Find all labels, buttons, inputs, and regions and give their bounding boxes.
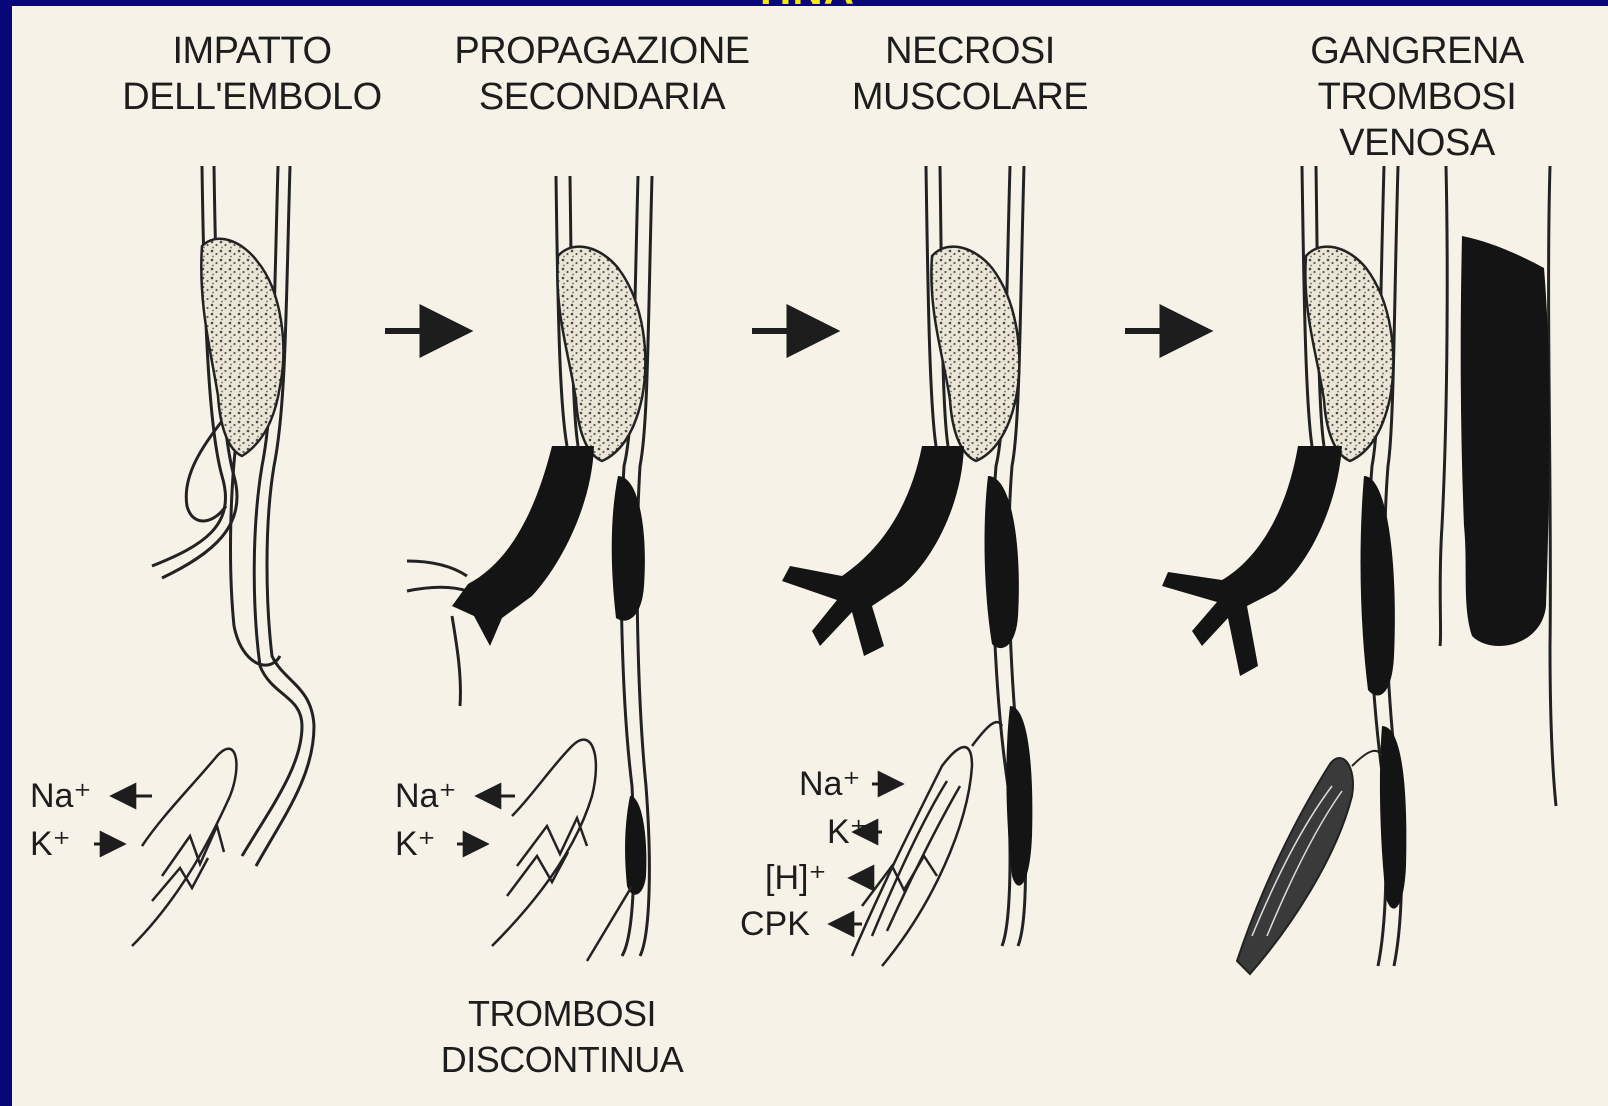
caption-trombosi-discontinua: TROMBOSI DISCONTINUA xyxy=(412,991,712,1083)
stage-heading-2-line2: SECONDARIA xyxy=(452,74,752,120)
stage2-ion-k: K⁺ xyxy=(395,826,436,862)
stage-heading-1-line2: DELL'EMBOLO xyxy=(112,74,392,120)
stage-heading-2: PROPAGAZIONE SECONDARIA xyxy=(452,28,752,120)
stage4-muscle xyxy=(1237,751,1382,974)
figure-panel: IMPATTO DELL'EMBOLO PROPAGAZIONE SECONDA… xyxy=(12,6,1608,1106)
stage3-ion-na: Na⁺ xyxy=(799,766,860,802)
stage3-ion-k: K⁺ xyxy=(827,814,868,850)
stage2-embolus xyxy=(557,247,645,461)
ion-arrows xyxy=(94,784,902,924)
stage-heading-1-line1: IMPATTO xyxy=(112,28,392,74)
stage2-thrombus xyxy=(452,446,646,895)
stage-heading-2-line1: PROPAGAZIONE xyxy=(452,28,752,74)
stage2-ion-na: Na⁺ xyxy=(395,778,456,814)
stage1-ion-k: K⁺ xyxy=(30,826,71,862)
stage-heading-3-line2: MUSCOLARE xyxy=(840,74,1100,120)
stage-heading-4-line1: GANGRENA xyxy=(1237,28,1597,74)
stage-heading-3: NECROSI MUSCOLARE xyxy=(840,28,1100,120)
caption-line1: TROMBOSI xyxy=(412,991,712,1037)
stage3-ion-h: [H]⁺ xyxy=(765,860,826,896)
stage2-muscle xyxy=(492,740,632,961)
diagram-illustration xyxy=(12,6,1608,1106)
stage-heading-4-line2: TROMBOSI VENOSA xyxy=(1237,74,1597,166)
stage1-muscle xyxy=(132,749,236,946)
caption-line2: DISCONTINUA xyxy=(412,1037,712,1083)
stage3-ion-cpk: CPK xyxy=(740,906,810,942)
stage-heading-4: GANGRENA TROMBOSI VENOSA xyxy=(1237,28,1597,166)
stage-heading-1: IMPATTO DELL'EMBOLO xyxy=(112,28,392,120)
stage3-muscle xyxy=(852,722,1002,966)
stage1-ion-na: Na⁺ xyxy=(30,778,91,814)
stage-heading-3-line1: NECROSI xyxy=(840,28,1100,74)
